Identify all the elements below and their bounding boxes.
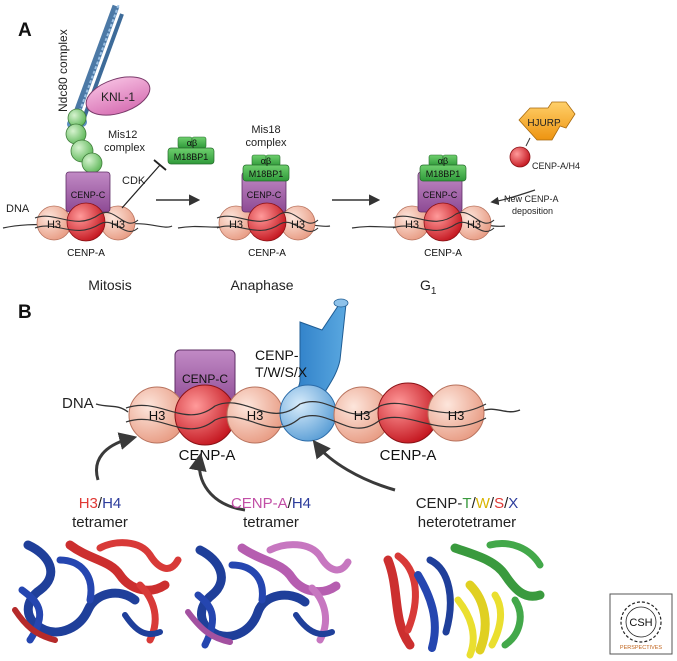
h3h4-tetramer-label: H3/H4: [79, 495, 122, 512]
anaphase-chromatin: [177, 154, 331, 242]
mis12-label-line2: complex: [104, 142, 145, 154]
stage-mitosis: Mitosis: [88, 277, 132, 293]
alpha-beta-anaphase: αβ: [261, 156, 271, 166]
g1-cenpa-label: CENP-A: [424, 248, 462, 259]
h4-text-b: H4: [292, 495, 311, 512]
logo-line2: PERSPECTIVES: [620, 645, 663, 651]
tswx-tetramer-word: heterotetramer: [418, 514, 516, 531]
mitosis-h3-right: H3: [111, 219, 125, 231]
h4-text: H4: [102, 495, 121, 512]
tswx-prefix: CENP-: [416, 495, 463, 512]
w-text: W: [476, 495, 491, 512]
anaphase-h3-right: H3: [291, 219, 305, 231]
hjurp-label: HJURP: [527, 118, 561, 129]
cenpa-label-b1: CENP-A: [179, 447, 236, 464]
g1-chromatin: [351, 154, 506, 242]
stage-g1-letter: G: [420, 277, 431, 293]
mis18-label-line1: Mis18: [251, 124, 280, 136]
stage-g1: G1: [420, 277, 437, 297]
cenpa-h4-bead: [509, 146, 531, 168]
dna-label-b: DNA: [62, 395, 94, 412]
tswx-sep1: /: [472, 495, 477, 512]
m18bp1-mitosis-label: M18BP1: [174, 152, 209, 162]
mitosis-cenpc-label: CENP-C: [71, 190, 106, 200]
hjurp-protein: [518, 101, 576, 147]
tswx-structure: [383, 540, 545, 659]
panel-a-letter: A: [18, 20, 32, 41]
s-text: S: [494, 495, 504, 512]
h3-label-b3: H3: [354, 408, 371, 423]
mis12-label-line1: Mis12: [108, 129, 137, 141]
tswx-sep3: /: [504, 495, 509, 512]
cenptwsx-label-line1: CENP-: [255, 347, 299, 363]
m18bp1-mitosis: [167, 136, 215, 165]
cenpah4-structure: [185, 541, 352, 649]
arrow-tswx: [312, 439, 396, 492]
cenpah4-tetramer-word: tetramer: [243, 514, 299, 531]
h3-label-b2: H3: [247, 408, 264, 423]
knl1-protein: KNL-1: [85, 76, 151, 116]
h3-label-b1: H3: [149, 408, 166, 423]
h3h4-structure: [12, 539, 182, 644]
new-deposition-arrow: [490, 189, 536, 206]
arrow-cenpah4: [188, 452, 246, 512]
h3h4-sep: /: [98, 495, 103, 512]
alpha-beta-g1: αβ: [438, 156, 448, 166]
alpha-beta-mitosis: αβ: [187, 138, 197, 148]
chromatin-b: [125, 382, 487, 446]
m18bp1-g1-label: M18BP1: [426, 169, 461, 179]
tswx-tetramer-label: CENP-T/W/S/X: [416, 495, 519, 512]
g1-cenpc-label: CENP-C: [423, 190, 458, 200]
arrow-h3h4: [95, 432, 138, 481]
logo-line1: CSH: [629, 617, 652, 629]
csh-perspectives-logo: [609, 593, 673, 655]
h3-text: H3: [79, 495, 98, 512]
x-text: X: [508, 495, 518, 512]
panel-b-letter: B: [18, 302, 32, 323]
g1-h3-right: H3: [467, 219, 481, 231]
anaphase-cenpc-label: CENP-C: [247, 190, 282, 200]
knl1-label: KNL-1: [101, 90, 135, 104]
cenpc-label-b: CENP-C: [182, 372, 228, 386]
cenpa-h4-label: CENP-A/H4: [532, 161, 580, 171]
cdk-inhibition-line: [121, 164, 161, 209]
t-text: T: [462, 495, 471, 512]
g1-h3-left: H3: [405, 219, 419, 231]
ndc80-label: Ndc80 complex: [56, 29, 70, 112]
cdk-inhibition-bar: [153, 159, 167, 171]
cenpa-text: CENP-A: [231, 495, 288, 512]
m18bp1-anaphase-label: M18BP1: [249, 169, 284, 179]
tswx-sep2: /: [490, 495, 495, 512]
h3h4-tetramer-word: tetramer: [72, 514, 128, 531]
mitosis-chromatin: [2, 171, 173, 242]
mis18-label-line2: complex: [246, 137, 287, 149]
mitosis-h3-left: H3: [47, 219, 61, 231]
cdk-label: CDK: [122, 175, 146, 187]
cenpah4-tetramer-label: CENP-A/H4: [231, 495, 311, 512]
stage-g1-sub: 1: [431, 286, 437, 297]
dna-label-a: DNA: [6, 203, 30, 215]
cenpah4-sep: /: [288, 495, 293, 512]
mitosis-cenpa-label: CENP-A: [67, 248, 105, 259]
h3-label-b4: H3: [448, 408, 465, 423]
anaphase-cenpa-label: CENP-A: [248, 248, 286, 259]
cenptwsx-label-line2: T/W/S/X: [255, 364, 308, 380]
cenpa-label-b2: CENP-A: [380, 447, 437, 464]
mis12-complex: [65, 108, 103, 174]
stage-anaphase: Anaphase: [230, 277, 293, 293]
anaphase-h3-left: H3: [229, 219, 243, 231]
new-deposition-line2: deposition: [512, 206, 553, 216]
new-deposition-line1: New CENP-A: [504, 194, 559, 204]
